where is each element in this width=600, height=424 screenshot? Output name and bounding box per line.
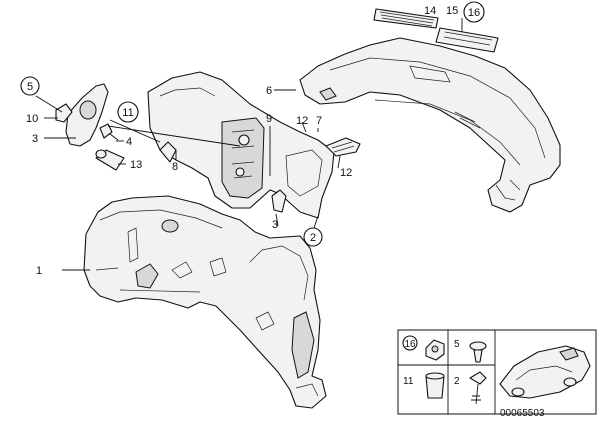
leader-lines [35,18,463,271]
legend-car-sketch [499,345,591,399]
plug-part [271,189,287,213]
cylinder-part [95,149,125,171]
callout-13: 13 [130,159,142,171]
callout-15: 15 [446,5,458,17]
image-id: 00065503 [500,408,545,419]
callout-4: 4 [126,136,132,148]
side-trim-panel [83,195,327,409]
callout-3-left: 3 [32,133,38,145]
callout-2: 2 [303,227,323,247]
callout-8: 8 [172,161,178,173]
svg-text:16: 16 [404,339,416,350]
callout-14: 14 [424,5,436,17]
callout-11: 11 [117,101,139,123]
callout-6: 6 [266,85,272,97]
legend-2: 2 [454,371,487,405]
center-trim-panel [147,71,335,219]
callout-9: 9 [266,113,272,125]
callout-7: 7 [316,115,322,127]
screw-part [99,123,119,141]
svg-text:11: 11 [122,107,133,119]
bracket-part [325,137,361,157]
legend-16: 16 [402,335,445,361]
vent-grille-part [373,8,499,53]
svg-text:2: 2 [310,232,316,244]
callout-16: 16 [463,1,485,23]
callout-5: 5 [20,76,40,96]
callout-1: 1 [36,265,42,277]
svg-text:5: 5 [27,81,33,93]
rear-shelf-panel [299,37,561,213]
legend-11: 11 [403,372,445,399]
callout-12-top: 12 [296,115,308,127]
callout-10: 10 [26,113,38,125]
svg-text:16: 16 [468,7,480,19]
svg-text:2: 2 [454,376,460,387]
callout-3-middle: 3 [272,219,278,231]
svg-text:11: 11 [403,376,414,387]
legend-5: 5 [454,339,487,363]
svg-text:5: 5 [454,339,460,350]
callout-12-right: 12 [340,167,352,179]
round-cover-part [55,83,109,147]
